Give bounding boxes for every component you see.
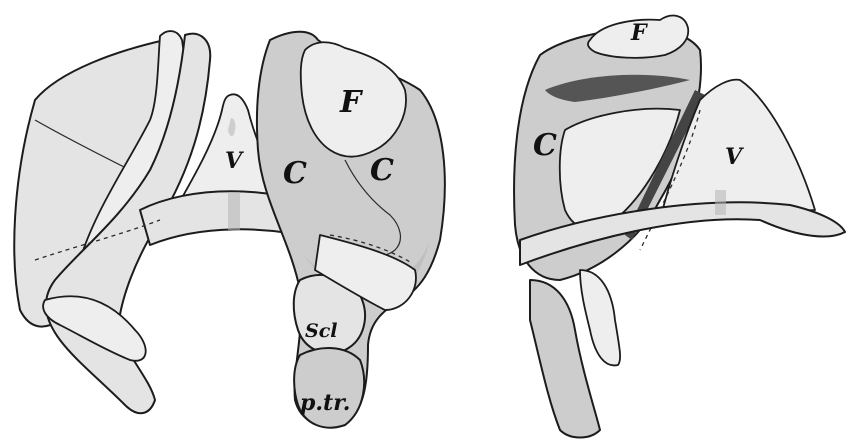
label-v: V xyxy=(225,148,244,174)
label-f: F xyxy=(339,85,364,120)
transverse-bar-center-mark xyxy=(228,192,240,230)
label-scl: Scl xyxy=(305,320,338,342)
right-label-c: C xyxy=(533,128,557,163)
right-bar-center-mark xyxy=(715,190,726,215)
right-view: F C V xyxy=(514,16,845,438)
right-secondary-stem xyxy=(580,270,620,365)
right-label-v: V xyxy=(725,144,744,170)
label-c-left: C xyxy=(283,156,307,191)
right-label-f: F xyxy=(630,20,648,46)
left-view: F V C C Scl p.tr. xyxy=(14,31,445,428)
label-c-right: C xyxy=(370,153,394,188)
label-ptr: p.tr. xyxy=(300,390,350,416)
